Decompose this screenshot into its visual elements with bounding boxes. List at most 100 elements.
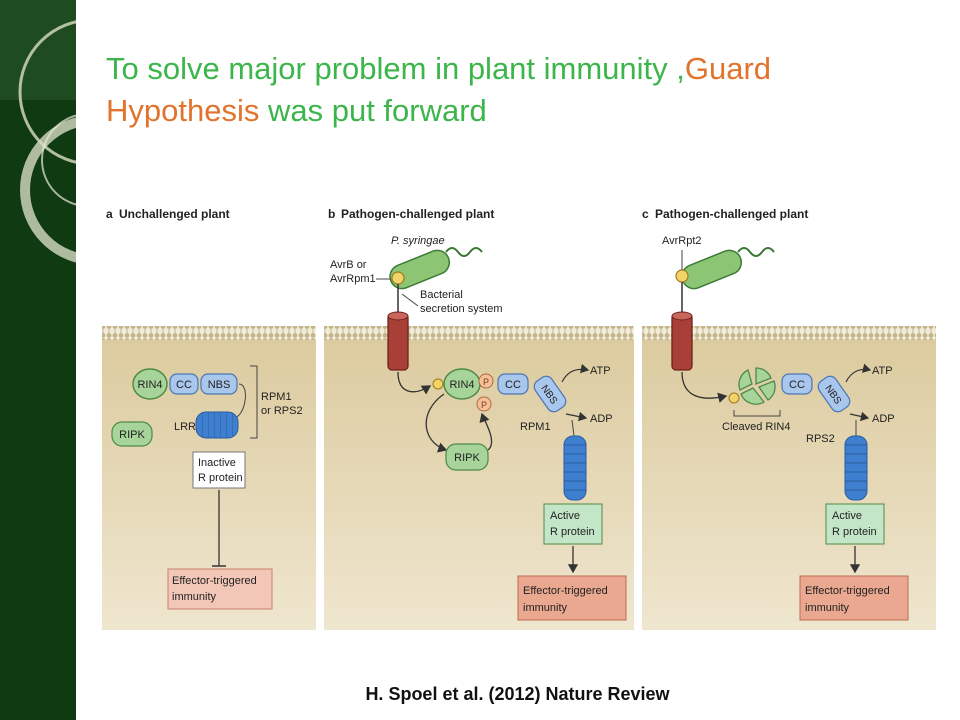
panel-a-rps2-label: or RPS2: [261, 405, 303, 417]
panel-a-ripk-shape: [111, 421, 153, 447]
panel-b-eti-line2: immunity: [523, 602, 568, 614]
panel-a-rin4-shape: [132, 368, 168, 400]
panel-a-inactive-line1: Inactive: [198, 457, 236, 469]
panel-b-avrb-line1: AvrB or: [330, 259, 367, 271]
panel-a-bracket: [250, 365, 258, 439]
panel-b-cc-label: CC: [505, 379, 521, 391]
sidebar-top-tint: [0, 0, 76, 100]
panel-c-active-line1: Active: [832, 510, 862, 522]
panel-c-adp-arrow: [849, 411, 870, 422]
panel-c-cleaved-bracket: [733, 410, 781, 417]
panel-c-cleaved-rin4-shape: [738, 367, 776, 405]
panel-a-eti-box: [167, 568, 273, 610]
panel-a-membrane: [102, 326, 316, 340]
panel-b-active-box: [543, 503, 603, 545]
panel-a-nbs-label: NBS: [208, 379, 231, 391]
panel-b-flagellum: [445, 247, 483, 257]
panel-b-ripk-in-arrow: [425, 393, 448, 453]
panel-c-letter: c: [642, 207, 649, 221]
panel-b-bacterium: [389, 249, 451, 290]
panel-b-effector-dot: [391, 271, 405, 285]
panel-c-inject-arrow: [681, 371, 728, 403]
panel-b-avrb-line2: AvrRpm1: [330, 273, 376, 285]
panel-a-inactive-line2: R protein: [198, 472, 243, 484]
title-part-2: Guard: [684, 51, 772, 86]
panel-b-ripk-label: RIPK: [454, 452, 480, 464]
panel-c-active-line2: R protein: [832, 526, 877, 538]
panel-a-rpm1-label: RPM1: [261, 391, 292, 403]
title-part-1: To solve major problem in plant immunity…: [106, 51, 685, 86]
panel-b-active-line2: R protein: [550, 526, 595, 538]
title-part-4: was put forward: [259, 93, 487, 128]
decorative-rings: [0, 0, 76, 263]
panel-b-secretion-line2: secretion system: [420, 303, 503, 315]
panel-b-adp-arrow: [565, 411, 588, 422]
panel-b-active-line1: Active: [550, 510, 580, 522]
panel-b-secretion-top: [387, 311, 409, 321]
panel-c-secretion-system: [671, 313, 693, 371]
panel-c-lrr-coils: [845, 444, 867, 491]
panel-a-lrr-shape: [195, 411, 239, 439]
panel-c-secretion-top: [671, 311, 693, 321]
panel-c-heading: Pathogen-challenged plant: [655, 207, 808, 221]
panel-c-membrane: [642, 326, 936, 340]
panel-c-bacterium: [681, 249, 743, 290]
panel-c-effector-bound: [728, 392, 740, 404]
panel-c-effector-dot: [675, 269, 689, 283]
panel-b-lrr-shape: [563, 435, 587, 501]
panel-c: c Pathogen-challenged plant AvrRpt2 Clea…: [642, 207, 936, 630]
panel-b-heading: Pathogen-challenged plant: [341, 207, 494, 221]
title-part-3: Hypothesis: [106, 93, 260, 128]
panel-b-rpm1-label: RPM1: [520, 421, 551, 433]
panel-b-eti-box: [517, 575, 627, 621]
decorative-ring-small: [41, 114, 76, 206]
panel-b-inject-arrow: [397, 371, 432, 395]
panel-a-eti-line1: Effector-triggered: [172, 575, 257, 587]
panel-b-effector-bound: [432, 378, 444, 390]
citation: H. Spoel et al. (2012) Nature Review: [365, 684, 670, 704]
panel-a-ripk-label: RIPK: [119, 429, 145, 441]
panel-b-eti-line1: Effector-triggered: [523, 585, 608, 597]
panel-c-eti-line1: Effector-triggered: [805, 585, 890, 597]
panel-a-eti-line2: immunity: [172, 591, 217, 603]
panel-c-rps2-label: RPS2: [806, 433, 835, 445]
panel-b-secretion-pointer: [401, 293, 419, 307]
panel-b-phospho-1-label: P: [483, 377, 489, 387]
panel-b-atp-label: ATP: [590, 365, 611, 377]
panel-b-rin4-label: RIN4: [449, 379, 474, 391]
panel-b-lrr-linker: [571, 419, 575, 437]
panel-a-lrr-label: LRR: [174, 421, 196, 433]
panel-c-lrr-shape: [844, 435, 868, 501]
panel-c-atp-label: ATP: [872, 365, 893, 377]
panel-c-atp-arrow: [845, 363, 872, 383]
panel-c-eti-box: [799, 575, 909, 621]
panel-b-nbs-shape: [533, 375, 567, 413]
panel-c-active-box: [825, 503, 885, 545]
decorative-sidebar: [0, 0, 76, 720]
panel-c-effector-label: AvrRpt2: [662, 235, 702, 247]
panel-b-ripk-out-arrow: [479, 412, 493, 451]
panel-b-lrr-coils: [564, 444, 586, 491]
panel-c-cc-label: CC: [789, 379, 805, 391]
panel-c-cleaved-label: Cleaved RIN4: [722, 421, 790, 433]
panel-a-cc-label: CC: [176, 379, 192, 391]
panel-b-phospho-1: [478, 373, 494, 389]
panel-b-pathogen-label: P. syringae: [391, 235, 445, 247]
panel-b-adp-label: ADP: [590, 413, 613, 425]
panel-b-phospho-2-label: P: [481, 400, 487, 410]
panel-a-heading: Unchallenged plant: [119, 207, 230, 221]
panel-c-eti-line2: immunity: [805, 602, 850, 614]
panel-b-membrane: [324, 326, 634, 340]
guard-hypothesis-figure: a Unchallenged plant RIN4 CC NBS LRR RPM…: [100, 198, 940, 643]
panel-c-adp-label: ADP: [872, 413, 895, 425]
panel-c-cc-shape: [781, 373, 813, 395]
panel-b-atp-arrow: [561, 363, 590, 383]
panel-b-secretion-line1: Bacterial: [420, 289, 463, 301]
panel-b-secretion-system: [387, 313, 409, 371]
panel-c-nbs-shape: [817, 375, 851, 413]
panel-a-inactive-box: [192, 451, 246, 489]
figure-svg: a Unchallenged plant RIN4 CC NBS LRR RPM…: [102, 207, 936, 630]
slide-title: To solve major problem in plant immunity…: [106, 48, 926, 132]
panel-a-cc-shape: [169, 373, 199, 395]
decorative-ring-large: [18, 20, 76, 164]
